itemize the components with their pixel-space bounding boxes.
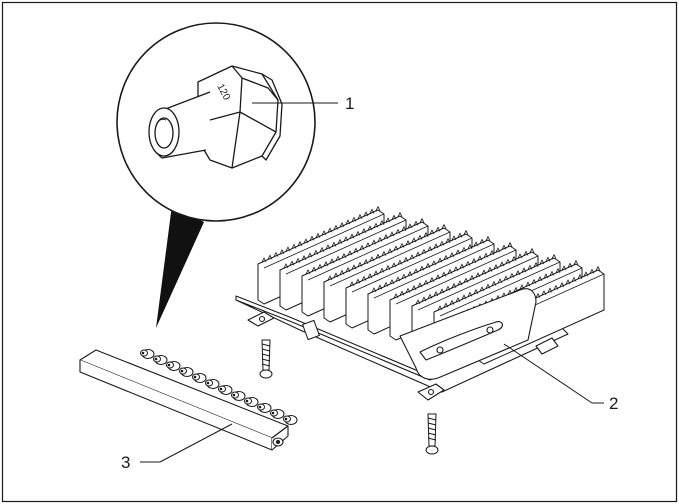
- callout-1: 1: [345, 94, 354, 113]
- injector-nozzle: [179, 367, 194, 377]
- injector-nozzle: [270, 409, 285, 419]
- injector-nozzle: [166, 361, 181, 371]
- injector-nozzle: [192, 373, 207, 383]
- nozzle-detail-icon: [148, 65, 283, 169]
- callout-3: 3: [121, 453, 130, 472]
- callout-2: 2: [609, 394, 618, 413]
- magnifier-pointer: [156, 205, 204, 328]
- injector-rail: [79, 349, 289, 451]
- injector-nozzle: [140, 349, 155, 359]
- injector-nozzle: [283, 415, 298, 425]
- leader-line-3: [159, 423, 233, 463]
- burner-front-panel: [399, 288, 537, 380]
- injector-nozzle: [205, 379, 220, 389]
- injector-nozzle: [257, 403, 272, 413]
- nozzle-detail-magnifier: 120: [116, 22, 338, 222]
- leader-line-2: [503, 343, 593, 404]
- bracket-clip: [301, 319, 321, 341]
- screw-left: [259, 339, 273, 379]
- injector-nozzle: [153, 355, 168, 365]
- injector-nozzle: [244, 397, 259, 407]
- screw-right: [425, 413, 439, 455]
- injector-nozzles: [140, 349, 298, 425]
- injector-nozzle: [218, 385, 233, 395]
- injector-nozzle: [231, 391, 246, 401]
